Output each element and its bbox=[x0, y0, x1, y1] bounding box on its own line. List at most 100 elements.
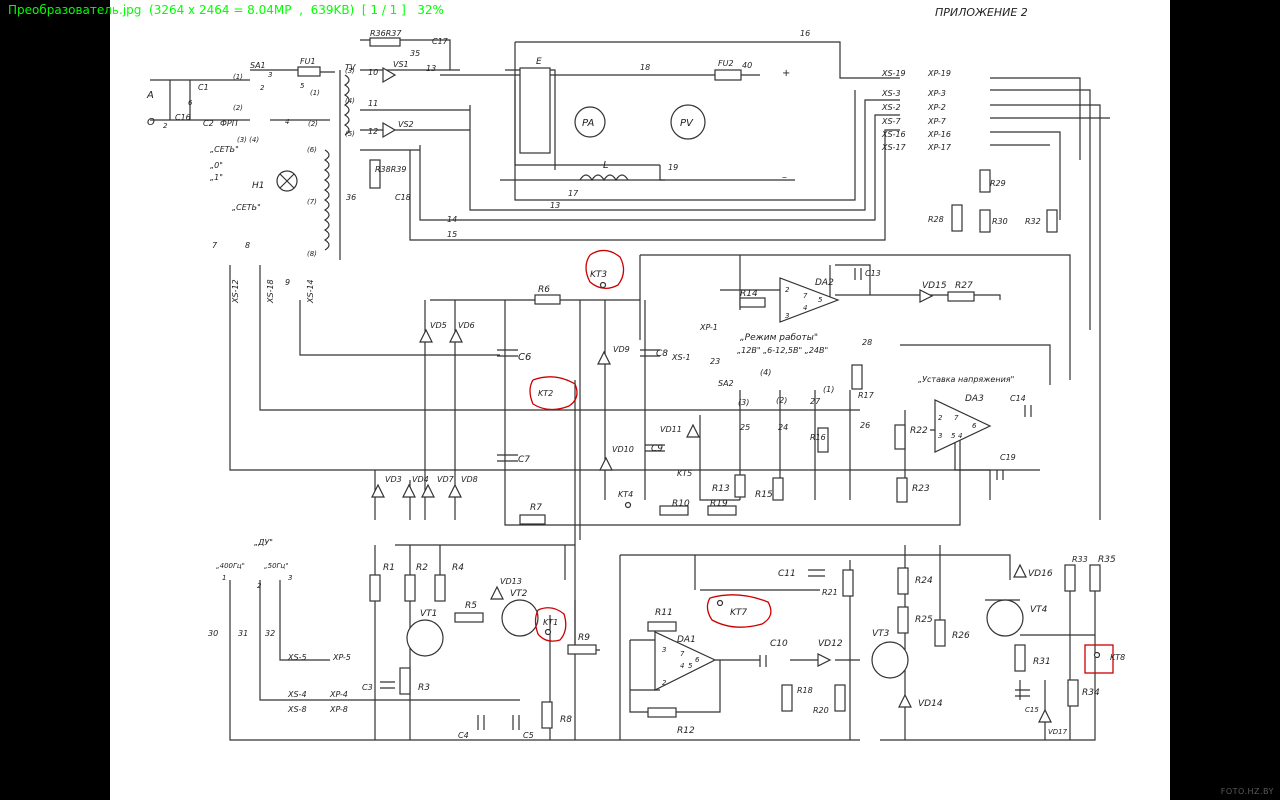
opamp-da3 bbox=[934, 399, 992, 453]
svg-text:(1): (1) bbox=[233, 73, 243, 81]
svg-text:C7: C7 bbox=[518, 455, 530, 465]
svg-text:R1: R1 bbox=[383, 563, 395, 573]
svg-text:3: 3 bbox=[938, 432, 942, 440]
svg-text:C18: C18 bbox=[395, 193, 411, 202]
schematic-drawing: ПРИЛОЖЕНИЕ 2 A O C1 C16 C2 ФРП SA1 FU1 T… bbox=[146, 6, 1125, 741]
svg-text:„400Гц": „400Гц" bbox=[216, 562, 245, 570]
svg-text:C8: C8 bbox=[656, 349, 668, 359]
svg-text:4: 4 bbox=[958, 432, 962, 440]
svg-text:1: 1 bbox=[222, 574, 226, 582]
svg-text:18: 18 bbox=[640, 63, 650, 72]
svg-text:R17: R17 bbox=[858, 391, 875, 400]
svg-text:SA1: SA1 bbox=[250, 61, 266, 70]
svg-text:4: 4 bbox=[285, 118, 289, 126]
meter-pa bbox=[574, 106, 606, 138]
opamp-da1 bbox=[654, 631, 717, 691]
svg-text:C16: C16 bbox=[175, 113, 191, 122]
svg-text:(4): (4) bbox=[760, 368, 771, 377]
svg-text:C2: C2 bbox=[203, 119, 214, 128]
svg-text:R31: R31 bbox=[1033, 657, 1051, 667]
fuse-fu2 bbox=[714, 69, 742, 81]
svg-text:XP-16: XP-16 bbox=[927, 130, 951, 139]
svg-text:3: 3 bbox=[785, 312, 789, 320]
svg-text:13: 13 bbox=[426, 64, 436, 73]
svg-text:VD8: VD8 bbox=[461, 475, 478, 484]
test-point-highlights bbox=[529, 249, 1114, 674]
schematic-components bbox=[276, 37, 1101, 730]
svg-text:(2): (2) bbox=[308, 120, 318, 128]
svg-text:(2): (2) bbox=[233, 104, 243, 112]
svg-text:32: 32 bbox=[265, 629, 275, 638]
svg-text:„Уставка напряжения": „Уставка напряжения" bbox=[918, 375, 1014, 384]
svg-text:R28: R28 bbox=[928, 215, 944, 224]
meter-pv bbox=[670, 104, 706, 140]
svg-text:R14: R14 bbox=[740, 289, 758, 299]
svg-text:XP-5: XP-5 bbox=[332, 653, 351, 662]
svg-text:R19: R19 bbox=[710, 499, 728, 509]
svg-text:R30: R30 bbox=[992, 217, 1008, 226]
svg-text:R11: R11 bbox=[655, 608, 673, 618]
highlight-kt8 bbox=[1084, 644, 1114, 674]
svg-text:XP-1: XP-1 bbox=[699, 323, 718, 332]
svg-text:R33: R33 bbox=[1072, 555, 1088, 564]
opamp-da2 bbox=[779, 277, 840, 323]
svg-text:(3): (3) bbox=[345, 67, 355, 75]
svg-text:3: 3 bbox=[288, 574, 292, 582]
svg-text:C14: C14 bbox=[1010, 394, 1026, 403]
svg-text:FU1: FU1 bbox=[300, 57, 316, 66]
svg-text:6: 6 bbox=[695, 656, 700, 664]
image-canvas[interactable]: ПРИЛОЖЕНИЕ 2 A O C1 C16 C2 ФРП SA1 FU1 T… bbox=[110, 0, 1170, 800]
svg-text:(6): (6) bbox=[307, 146, 317, 154]
svg-text:R15: R15 bbox=[755, 490, 773, 500]
svg-text:O: O bbox=[147, 117, 155, 128]
svg-text:31: 31 bbox=[238, 629, 248, 638]
svg-text:27: 27 bbox=[810, 397, 821, 406]
svg-text:TV: TV bbox=[345, 63, 356, 72]
svg-text:C15: C15 bbox=[1025, 706, 1039, 714]
svg-text:R5: R5 bbox=[465, 601, 477, 611]
svg-text:R13: R13 bbox=[712, 484, 730, 494]
svg-text:XS-17: XS-17 bbox=[881, 143, 907, 152]
svg-text:XP-17: XP-17 bbox=[927, 143, 952, 152]
svg-text:R2: R2 bbox=[416, 563, 428, 573]
svg-text:3: 3 bbox=[662, 646, 666, 654]
svg-text:FU2: FU2 bbox=[718, 59, 734, 68]
svg-text:–: – bbox=[782, 172, 787, 183]
svg-text:C3: C3 bbox=[362, 683, 373, 692]
svg-text:R27: R27 bbox=[955, 281, 973, 291]
svg-text:6: 6 bbox=[188, 99, 193, 107]
svg-text:VD10: VD10 bbox=[612, 445, 634, 454]
svg-text:(3) (4): (3) (4) bbox=[237, 136, 259, 144]
svg-text:KT5: KT5 bbox=[677, 469, 692, 478]
svg-text:VD15: VD15 bbox=[922, 281, 947, 291]
svg-text:H1: H1 bbox=[252, 181, 265, 191]
svg-text:XS-14: XS-14 bbox=[306, 279, 315, 304]
transistor-vt1 bbox=[406, 619, 444, 657]
transistor-vt3 bbox=[871, 641, 909, 679]
svg-text:C6: C6 bbox=[518, 352, 531, 363]
svg-text:5: 5 bbox=[688, 662, 693, 670]
svg-text:36: 36 bbox=[346, 193, 356, 202]
svg-text:2: 2 bbox=[785, 286, 790, 294]
svg-text:SA2: SA2 bbox=[718, 379, 734, 388]
svg-text:XP-2: XP-2 bbox=[927, 103, 946, 112]
svg-text:KT4: KT4 bbox=[618, 490, 633, 499]
svg-text:„СЕТЬ": „СЕТЬ" bbox=[210, 145, 239, 154]
svg-text:+: + bbox=[782, 68, 790, 79]
svg-text:R38R39: R38R39 bbox=[375, 165, 406, 174]
svg-text:VD13: VD13 bbox=[500, 577, 522, 586]
svg-text:(1): (1) bbox=[310, 89, 320, 97]
svg-text:XS-4: XS-4 bbox=[287, 690, 307, 699]
svg-text:24: 24 bbox=[778, 423, 788, 432]
svg-text:R35: R35 bbox=[1098, 555, 1116, 565]
svg-text:VD17: VD17 bbox=[1048, 728, 1068, 736]
svg-text:„0": „0" bbox=[210, 161, 223, 170]
svg-text:VD5: VD5 bbox=[430, 321, 447, 330]
svg-text:2: 2 bbox=[662, 679, 667, 687]
svg-text:R18: R18 bbox=[797, 686, 813, 695]
svg-text:(4): (4) bbox=[345, 97, 355, 105]
svg-text:XP-19: XP-19 bbox=[927, 69, 951, 78]
svg-text:28: 28 bbox=[862, 338, 872, 347]
svg-text:R10: R10 bbox=[672, 499, 690, 509]
svg-text:35: 35 bbox=[410, 49, 420, 58]
